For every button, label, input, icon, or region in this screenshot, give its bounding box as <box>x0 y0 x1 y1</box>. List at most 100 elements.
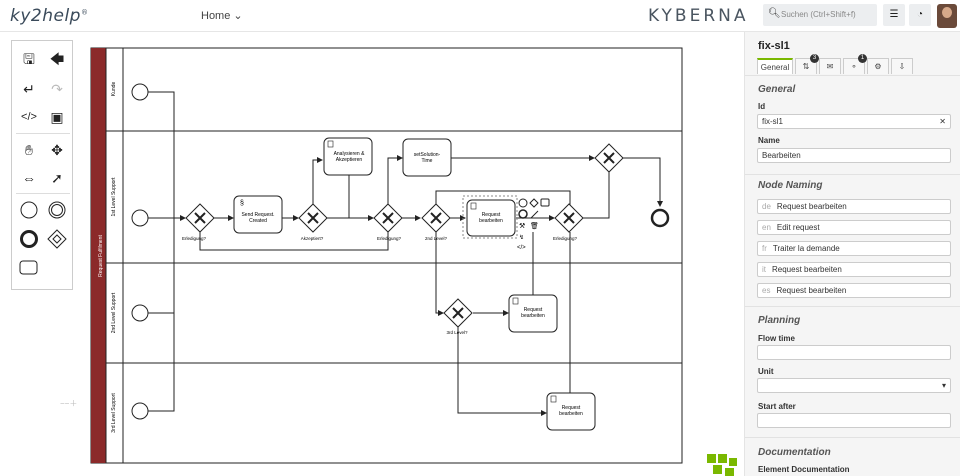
clear-icon[interactable]: ✕ <box>939 117 946 126</box>
svg-text:Send Request.: Send Request. <box>241 212 274 218</box>
name-field[interactable]: Bearbeiten <box>757 148 951 163</box>
end-event-icon[interactable] <box>20 230 38 248</box>
tab-settings[interactable]: ⚙ <box>867 58 889 74</box>
avatar[interactable] <box>937 4 957 28</box>
home-menu[interactable]: Home ⌄ <box>201 10 243 22</box>
properties-panel: fix-sl1 General ⇅3 ✉ ⚬1 ⚙ ⇩ General Id f… <box>744 32 960 476</box>
task-request-bearbeiten-3rd[interactable]: Request bearbeiten <box>546 392 596 431</box>
svg-text:Akzeptiert?: Akzeptiert? <box>301 236 324 241</box>
task-send-request[interactable]: Send Request. Created § <box>233 195 283 234</box>
start-event-1st[interactable] <box>131 209 149 227</box>
gateway-3rd-level[interactable]: 3rd Level? <box>443 298 473 335</box>
dashboard-icon[interactable]: ◔ <box>909 4 931 26</box>
gateway-2nd-level[interactable]: 2nd Level? <box>421 203 451 241</box>
lane-label-1st: 1st Level Support <box>111 177 117 217</box>
svg-text:Time: Time <box>422 158 433 164</box>
svg-text:Created: Created <box>249 218 267 224</box>
bpmn-canvas[interactable]: Request Fulfilment Kunde 1st Level Suppo… <box>0 32 744 476</box>
svg-text:</>: </> <box>517 245 526 251</box>
svg-text:⚒: ⚒ <box>519 222 525 230</box>
gateway-erledigung-3[interactable]: Erledigung? <box>553 203 584 241</box>
gateway-icon[interactable] <box>47 229 67 249</box>
svg-text:↯: ↯ <box>519 234 524 241</box>
unit-select[interactable]: ▾ <box>757 378 951 393</box>
gateway-merge[interactable] <box>594 143 624 173</box>
create-space-icon[interactable]: ✥ <box>51 142 63 158</box>
flow-time-field[interactable] <box>757 345 951 360</box>
svg-text:bearbeiten: bearbeiten <box>559 411 583 417</box>
shape-palette <box>19 201 67 275</box>
section-general: General <box>758 84 796 95</box>
section-documentation: Documentation <box>758 447 831 458</box>
caret-down-icon: ▾ <box>941 381 946 390</box>
section-node-naming: Node Naming <box>758 180 823 191</box>
split-icon[interactable]: ⇔ <box>22 170 36 186</box>
section-planning: Planning <box>758 315 801 326</box>
lane-label-kunde: Kunde <box>111 82 117 97</box>
arrow-left-icon[interactable]: 🡄 <box>49 51 65 67</box>
gateway-erledigung-1[interactable]: Erledigung? <box>182 203 215 241</box>
start-event-icon[interactable] <box>20 201 38 219</box>
id-label: Id <box>758 102 766 111</box>
task-request-bearbeiten-1st[interactable]: Request bearbeiten <box>462 195 518 239</box>
task-icon[interactable] <box>19 260 38 275</box>
svg-text:setSolution-: setSolution- <box>414 152 441 158</box>
context-pad[interactable]: ⚒ 🗑︎ ↯ </> <box>517 198 550 251</box>
svg-text:§: § <box>240 200 244 207</box>
svg-text:Erledigung?: Erledigung? <box>377 236 402 241</box>
svg-text:2nd Level?: 2nd Level? <box>425 236 448 241</box>
tab-general[interactable]: General <box>757 58 793 74</box>
start-event-2nd[interactable] <box>131 304 149 322</box>
svg-text:3rd Level?: 3rd Level? <box>446 330 468 335</box>
id-field[interactable]: fix-sl1✕ <box>757 114 951 129</box>
svg-text:🗑︎: 🗑︎ <box>530 221 539 230</box>
undo-icon[interactable]: ↵ <box>23 81 35 97</box>
element-doc-label: Element Documentation <box>758 465 850 474</box>
svg-text:Erledigung?: Erledigung? <box>553 236 578 241</box>
task-analysieren[interactable]: Analysieren & Akzeptieren <box>323 137 373 176</box>
gateway-akzeptiert[interactable]: Akzeptiert? <box>298 203 328 241</box>
unit-label: Unit <box>758 367 774 376</box>
start-after-field[interactable] <box>757 413 951 428</box>
task-request-bearbeiten-2nd[interactable]: Request bearbeiten <box>508 294 558 333</box>
code-icon[interactable]: </> <box>21 111 37 123</box>
svg-text:Analysieren &: Analysieren & <box>334 151 366 157</box>
canvas-origin-marker: −−＋ <box>60 399 78 408</box>
connect-icon[interactable]: ➚ <box>51 170 63 186</box>
gateway-erledigung-2[interactable]: Erledigung? <box>373 203 403 241</box>
svg-text:Request: Request <box>524 307 543 313</box>
hand-icon[interactable]: ✋︎ <box>25 142 33 158</box>
tab-links[interactable]: ⚬1 <box>843 54 867 74</box>
brand-logo: KYBERNA <box>648 6 749 26</box>
svg-text:Akzeptieren: Akzeptieren <box>336 157 363 163</box>
image-icon[interactable]: ▣ <box>50 109 64 125</box>
tab-variables[interactable]: ⇅3 <box>795 54 819 74</box>
redo-icon[interactable]: ↷ <box>51 81 63 97</box>
name-label: Name <box>758 136 780 145</box>
start-after-label: Start after <box>758 402 796 411</box>
save-icon[interactable]: 🖫︎ <box>23 51 35 67</box>
intermediate-event-icon[interactable] <box>48 201 66 219</box>
kyberna-mark-logo <box>707 454 737 476</box>
lane-label-2nd: 2nd Level Support <box>111 292 117 333</box>
pool-label: Request Fulfilment <box>98 235 104 277</box>
task-setsolution[interactable]: setSolution- Time <box>402 138 452 177</box>
chevron-down-icon: ⌄ <box>233 10 243 22</box>
tab-mail[interactable]: ✉ <box>819 58 841 74</box>
search-input[interactable]: Suchen (Ctrl+Shift+f) <box>763 4 877 26</box>
flow-time-label: Flow time <box>758 334 795 343</box>
app-logo[interactable]: ky2help® <box>10 6 89 26</box>
start-event-3rd[interactable] <box>131 402 149 420</box>
lane-label-3rd: 3rd Level Support <box>111 393 117 433</box>
start-event-kunde[interactable] <box>131 83 149 101</box>
tab-export[interactable]: ⇩ <box>891 58 913 74</box>
end-event[interactable] <box>650 208 670 228</box>
menu-icon[interactable]: ☰ <box>883 4 905 26</box>
search-icon: 🔍︎ <box>768 8 781 19</box>
svg-text:Request: Request <box>482 212 501 218</box>
